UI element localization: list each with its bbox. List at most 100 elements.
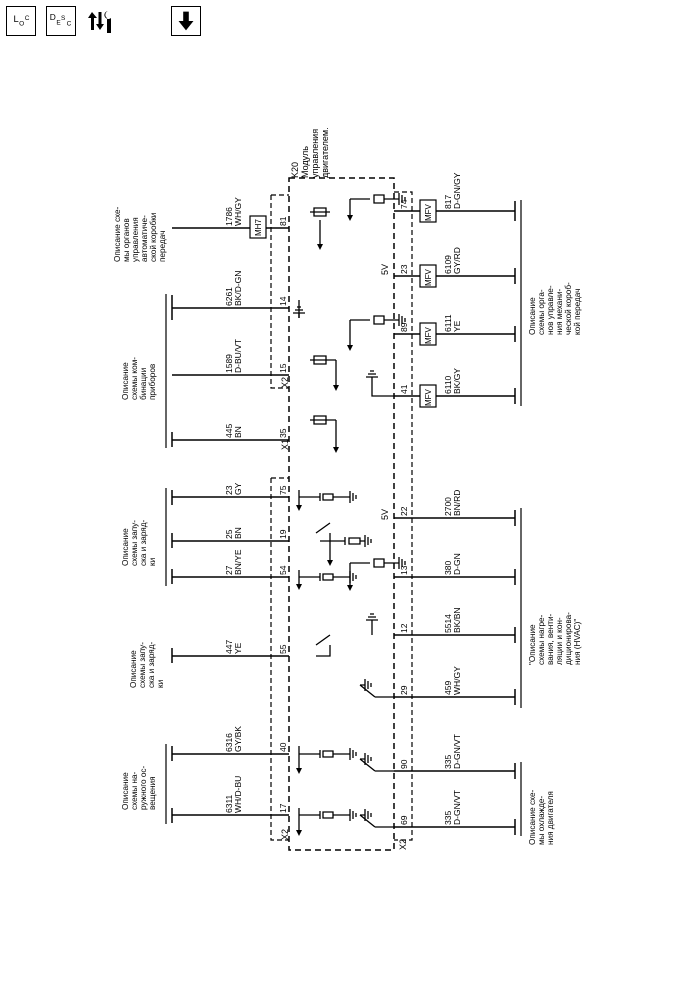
svg-text:90: 90: [399, 759, 409, 769]
svg-text:75: 75: [278, 485, 288, 495]
svg-text:447: 447: [224, 640, 234, 654]
svg-text:схемы орга-: схемы орга-: [537, 289, 546, 335]
svg-text:Описание: Описание: [121, 772, 130, 810]
svg-text:двигателем.: двигателем.: [320, 127, 330, 178]
svg-text:бинации: бинации: [139, 368, 148, 400]
svg-text:BK/BN: BK/BN: [452, 607, 462, 633]
location-button[interactable]: L O C: [6, 6, 36, 36]
svg-text:817: 817: [443, 195, 453, 209]
svg-text:D-GN/VT: D-GN/VT: [452, 790, 462, 825]
svg-text:WH/GY: WH/GY: [452, 666, 462, 695]
svg-text:Описание: Описание: [528, 297, 537, 335]
svg-text:ки: ки: [156, 680, 165, 688]
svg-text:6110: 6110: [443, 375, 453, 394]
svg-text:D-GN/VT: D-GN/VT: [452, 734, 462, 769]
svg-text:D-GN: D-GN: [452, 553, 462, 575]
mfv-labels: MFV MFV MFV MFV: [424, 203, 433, 406]
ecm-module-outline: [288, 177, 395, 851]
location-icon: L O C: [14, 14, 30, 28]
left-group-labels: Описание схе- мы органов управления авто…: [113, 206, 167, 810]
connector-outlines: [270, 191, 413, 841]
svg-text:1786: 1786: [224, 207, 234, 226]
svg-text:ской коробки: ской коробки: [149, 213, 158, 262]
svg-text:55: 55: [278, 644, 288, 654]
svg-text:ска и заряд-: ска и заряд-: [147, 641, 156, 688]
svg-text:1589: 1589: [224, 354, 234, 373]
internal-circuitry-left: [298, 207, 361, 830]
svg-text:74: 74: [399, 199, 409, 209]
svg-text:Описание: Описание: [121, 362, 130, 400]
svg-text:459: 459: [443, 681, 453, 695]
svg-text:445: 445: [224, 424, 234, 438]
svg-text:23: 23: [399, 264, 409, 274]
arrows-wrench-icon: [88, 11, 111, 33]
svg-text:управления: управления: [131, 217, 140, 262]
connector-label: X2: [280, 829, 290, 840]
mfv-boxes: [419, 199, 437, 408]
module-label: K20 Модуль управления двигателем.: [290, 127, 330, 178]
svg-text:MFV: MFV: [424, 388, 433, 406]
mh7-box: [249, 215, 267, 239]
svg-text:BN/RD: BN/RD: [452, 490, 462, 516]
connector-label: X2: [398, 839, 408, 850]
svg-text:D-GN/GY: D-GN/GY: [452, 172, 462, 209]
svg-text:MFV: MFV: [424, 326, 433, 344]
svg-text:YE: YE: [452, 320, 462, 332]
svg-text:мы охлажде-: мы охлажде-: [537, 796, 546, 845]
svg-text:81: 81: [278, 216, 288, 226]
svg-text:схемы ком-: схемы ком-: [130, 357, 139, 400]
svg-text:L: L: [14, 14, 19, 24]
svg-text:12: 12: [399, 623, 409, 633]
left-desc-trans: Описание схе- мы органов управления авто…: [113, 206, 167, 262]
svg-text:ска и заряд-: ска и заряд-: [139, 519, 148, 566]
left-desc-start1: Описание схемы запу- ска и заряд- ки: [121, 519, 157, 566]
svg-text:мы органов: мы органов: [122, 218, 131, 262]
svg-text:ки: ки: [148, 558, 157, 566]
voltage-label: 5V: [380, 509, 390, 520]
svg-text:BK/GY: BK/GY: [452, 368, 462, 394]
svg-text:S: S: [61, 15, 66, 22]
svg-text:схемы запу-: схемы запу-: [138, 642, 147, 688]
svg-text:ляции и кон-: ляции и кон-: [555, 617, 564, 665]
svg-text:6261: 6261: [224, 287, 234, 306]
svg-text:управления: управления: [310, 129, 320, 178]
svg-text:2700: 2700: [443, 497, 453, 516]
svg-text:Описание: Описание: [129, 650, 138, 688]
svg-text:69: 69: [399, 815, 409, 825]
svg-text:54: 54: [278, 565, 288, 575]
right-desc-trans: Описание схемы орга- нов управле- ния ме…: [528, 282, 582, 335]
svg-text:автоматиче-: автоматиче-: [140, 215, 149, 262]
svg-text:40: 40: [278, 742, 288, 752]
svg-text:O: O: [19, 21, 24, 28]
description-icon: D E S C: [50, 12, 72, 28]
connector-label: X2: [280, 377, 290, 388]
svg-text:GY: GY: [233, 482, 243, 495]
svg-text:D-BU/VT: D-BU/VT: [233, 339, 243, 373]
svg-text:Описание схе-: Описание схе-: [113, 206, 122, 262]
download-button[interactable]: [171, 6, 201, 36]
svg-text:380: 380: [443, 561, 453, 575]
svg-text:BN: BN: [233, 527, 243, 539]
svg-text:35: 35: [278, 428, 288, 438]
svg-text:Модуль: Модуль: [300, 146, 310, 178]
svg-text:ния двигателя: ния двигателя: [546, 791, 555, 845]
description-button[interactable]: D E S C: [46, 6, 76, 36]
mh7-label: MH7: [254, 219, 263, 236]
svg-text:вещения: вещения: [148, 776, 157, 810]
svg-text:нов управле-: нов управле-: [546, 285, 555, 335]
svg-text:6316: 6316: [224, 733, 234, 752]
svg-text:Описание: Описание: [121, 528, 130, 566]
svg-text:335: 335: [443, 811, 453, 825]
svg-text:WH/D-BU: WH/D-BU: [233, 776, 243, 813]
svg-text:ния механи-: ния механи-: [555, 289, 564, 335]
left-desc-exterior: Описание схемы на- ружного ос- вещения: [121, 766, 157, 810]
svg-text:схемы запу-: схемы запу-: [130, 520, 139, 566]
svg-text:ния (HVAC)": ния (HVAC)": [573, 619, 582, 665]
diagnostic-button[interactable]: [86, 6, 116, 36]
svg-text:YE: YE: [233, 642, 243, 654]
svg-text:ческой короб-: ческой короб-: [564, 282, 573, 335]
left-desc-start2: Описание схемы запу- ска и заряд- ки: [129, 641, 165, 688]
svg-text:6109: 6109: [443, 255, 453, 274]
svg-text:WH/GY: WH/GY: [233, 197, 243, 226]
